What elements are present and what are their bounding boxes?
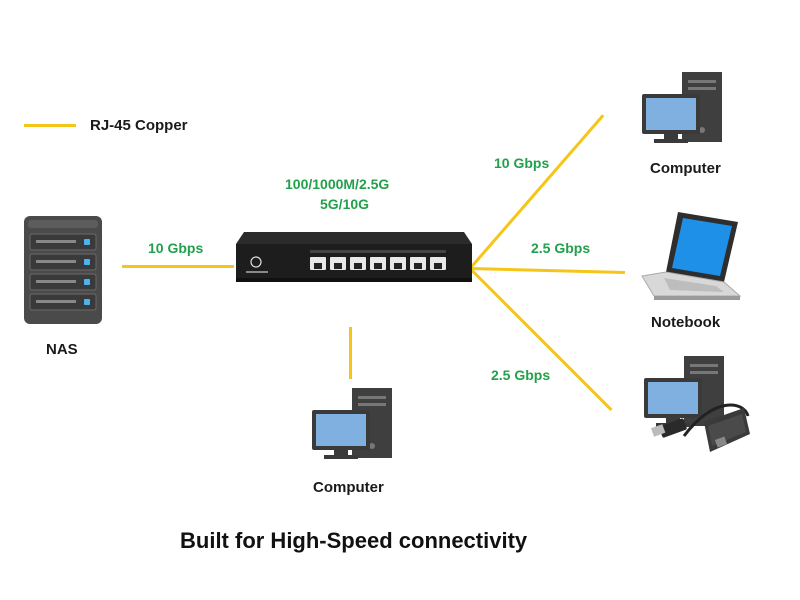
computer-top-icon	[642, 72, 722, 143]
legend-label: RJ-45 Copper	[90, 117, 188, 134]
computer-top-link-speed: 10 Gbps	[494, 155, 550, 171]
network-switch	[236, 232, 472, 282]
nas-server-icon	[24, 216, 102, 324]
cable-notebook	[469, 267, 625, 275]
computer-with-adapter-icon	[644, 356, 750, 452]
nas-link-speed: 10 Gbps	[148, 240, 204, 256]
notebook-link-speed: 2.5 Gbps	[531, 240, 591, 256]
adapter-link-speed: 2.5 Gbps	[491, 367, 551, 383]
switch-speeds-line2: 5G/10G	[320, 196, 370, 212]
computer-bottom-label: Computer	[313, 479, 384, 496]
cable-adapter	[468, 267, 613, 411]
switch-logo-icon	[246, 256, 268, 273]
computer-top-label: Computer	[650, 160, 721, 177]
usb-ethernet-adapter-icon	[650, 403, 750, 452]
computer-bottom-icon	[312, 388, 392, 459]
switch-speeds-line1: 100/1000M/2.5G	[285, 176, 390, 192]
legend-line	[24, 124, 76, 127]
notebook-icon	[641, 212, 742, 300]
cable-bottom-computer	[349, 327, 352, 379]
notebook-label: Notebook	[651, 314, 721, 331]
caption: Built for High-Speed connectivity	[180, 528, 528, 553]
nas-label: NAS	[46, 341, 78, 358]
cable-nas	[122, 265, 234, 268]
